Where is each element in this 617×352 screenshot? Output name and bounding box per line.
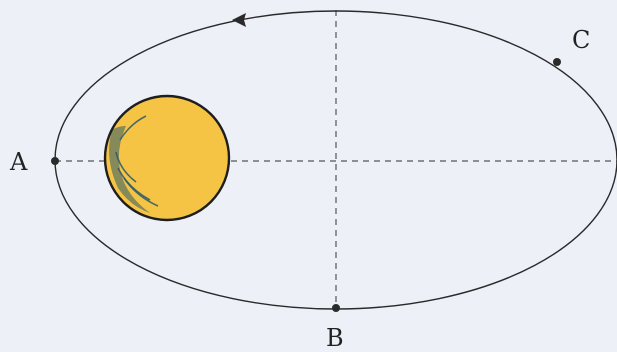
orbit-direction-arrow-icon bbox=[232, 13, 246, 27]
sun-body bbox=[105, 96, 229, 220]
point-a-marker bbox=[51, 157, 59, 165]
sun-shading-stroke bbox=[115, 151, 137, 183]
point-a-label: A bbox=[9, 148, 28, 176]
sun bbox=[103, 94, 231, 222]
point-b-label: B bbox=[326, 324, 344, 352]
sun-shading-stroke bbox=[119, 115, 147, 141]
point-c-marker bbox=[553, 58, 561, 66]
sun-shading-stroke bbox=[123, 177, 159, 207]
point-c-label: C bbox=[572, 26, 590, 54]
sun-outline bbox=[103, 94, 231, 222]
point-b-marker bbox=[332, 304, 340, 312]
sun-shading bbox=[109, 126, 150, 213]
